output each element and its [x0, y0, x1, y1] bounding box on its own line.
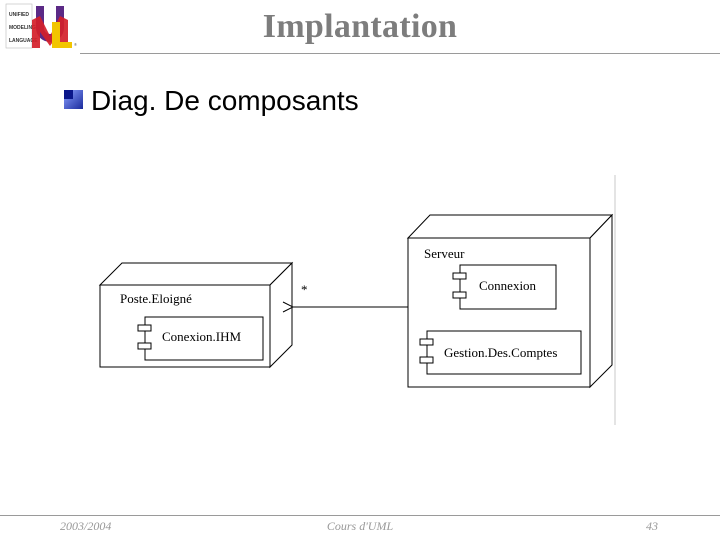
slide-title: Implantation	[262, 8, 458, 45]
component-tab	[137, 342, 152, 350]
svg-text:®: ®	[74, 42, 77, 47]
svg-text:MODELING: MODELING	[9, 25, 36, 31]
component-gestion-des-comptes: Gestion.Des.Comptes	[419, 330, 582, 375]
footer-divider	[0, 515, 720, 516]
component-box	[144, 316, 264, 361]
svg-text:LANGUAGE: LANGUAGE	[9, 38, 38, 44]
component-box	[459, 264, 557, 310]
component-label: Conexion.IHM	[162, 329, 242, 344]
component-tab	[452, 291, 467, 299]
component-conexion-ihm: Conexion.IHM	[137, 316, 264, 361]
component-label: Connexion	[479, 278, 537, 293]
node-serveur: Serveur Connexion Gestion.Des.Comptes	[406, 213, 614, 389]
component-connexion: Connexion	[452, 264, 557, 310]
node-label: Poste.Eloigné	[120, 291, 192, 306]
footer-year: 2003/2004	[60, 519, 112, 533]
node-top-face	[406, 214, 614, 239]
svg-text:UNIFIED: UNIFIED	[9, 12, 29, 18]
association-multiplicity: *	[301, 282, 308, 297]
node-label: Serveur	[424, 246, 465, 261]
node-side-face	[589, 213, 613, 389]
footer-course: Cours d'UML	[326, 519, 394, 533]
component-tab	[452, 272, 467, 280]
title-divider	[80, 53, 720, 54]
bullet-text: Diag. De composants	[91, 85, 359, 116]
node-poste-eloigne: Poste.Eloigné Conexion.IHM	[98, 261, 294, 369]
component-label: Gestion.Des.Comptes	[444, 345, 557, 360]
component-box	[426, 330, 582, 375]
component-tab	[137, 324, 152, 332]
footer-page-number: 43	[646, 519, 658, 533]
node-top-face	[98, 262, 294, 286]
component-tab	[419, 356, 434, 364]
component-tab	[419, 338, 434, 346]
bullet-square-icon	[64, 90, 83, 109]
uml-logo: UNIFIED MODELING LANGUAGE ®	[5, 3, 77, 49]
